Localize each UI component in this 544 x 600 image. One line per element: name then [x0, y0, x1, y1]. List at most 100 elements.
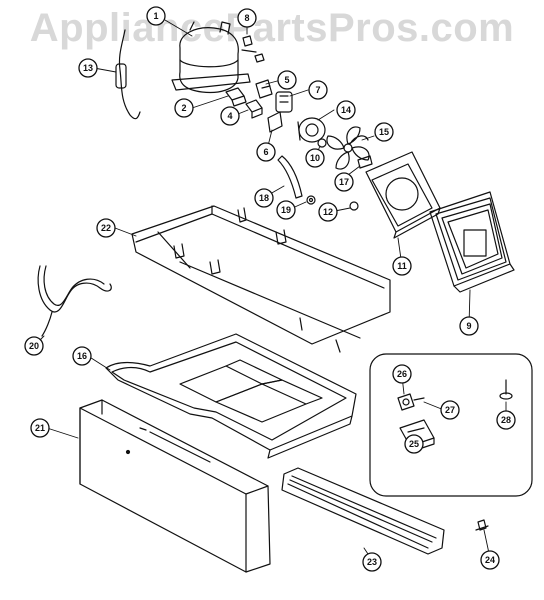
callout-number: 19: [281, 205, 291, 215]
part-15-fan-blade: [326, 126, 370, 170]
callout-circle: [30, 418, 50, 438]
part-11-shroud: [365, 151, 441, 239]
callout-number: 17: [339, 177, 349, 187]
callout-24: 24: [480, 550, 500, 570]
callout-circle: [96, 218, 116, 238]
callout-number: 20: [29, 341, 39, 351]
callout-number: 7: [315, 85, 320, 95]
callout-circle: [392, 364, 412, 384]
part-1-compressor: [171, 21, 251, 94]
part-5-drawing: [255, 79, 273, 99]
callout-circle: [496, 410, 516, 430]
callout-circle: [336, 100, 356, 120]
watermark: AppliancePartsPros.com: [29, 6, 515, 50]
callout-circle: [308, 80, 328, 100]
callout-circle: [254, 188, 274, 208]
callout-10: 10: [305, 148, 325, 168]
callout-18: 18: [254, 188, 274, 208]
leader-lines: [33, 19, 507, 561]
callout-circle: [24, 336, 44, 356]
callout-19: 19: [276, 200, 296, 220]
callout-circle: [362, 552, 382, 572]
callout-number: 18: [259, 193, 269, 203]
part-24-drawing: [475, 519, 489, 531]
callout-6: 6: [256, 142, 276, 162]
part-14-drawing: [297, 117, 326, 143]
callout-number: 21: [35, 423, 45, 433]
part-19-drawing: [306, 195, 316, 205]
part-17-drawing: [357, 155, 373, 169]
callout-number: 12: [323, 207, 333, 217]
callout-circle: [334, 172, 354, 192]
callout-circle: [392, 256, 412, 276]
part-12-drawing: [349, 201, 359, 211]
callout-15: 15: [374, 122, 394, 142]
part-18-drawing: [277, 155, 303, 199]
part-4-drawing: [245, 99, 263, 119]
callout-circle: [480, 550, 500, 570]
part-26-drawing: [397, 393, 425, 411]
part-20-drain-hose: [37, 265, 112, 337]
part-8-drawing: [241, 35, 265, 63]
callout-1: 1: [146, 6, 166, 26]
callout-23: 23: [362, 552, 382, 572]
callout-number: 2: [181, 103, 186, 113]
callout-circle: [440, 400, 460, 420]
callout-27: 27: [440, 400, 460, 420]
callout-22: 22: [96, 218, 116, 238]
callout-21: 21: [30, 418, 50, 438]
callout-circle: [220, 106, 240, 126]
part-16-drain-pan: [105, 333, 357, 459]
callout-number: 25: [409, 439, 419, 449]
callout-number: 5: [284, 75, 289, 85]
callout-9: 9: [459, 316, 479, 336]
callout-20: 20: [24, 336, 44, 356]
callout-number: 11: [397, 261, 407, 271]
callout-number: 13: [83, 63, 93, 73]
callout-number: 23: [367, 557, 377, 567]
callout-circle: [305, 148, 325, 168]
callout-number: 15: [379, 127, 389, 137]
callout-17: 17: [334, 172, 354, 192]
callout-circle: [459, 316, 479, 336]
callout-number: 27: [445, 405, 455, 415]
callout-circle: [374, 122, 394, 142]
part-13-drawing: [115, 29, 141, 120]
part-9-evaporator: [429, 191, 515, 293]
callout-13: 13: [78, 58, 98, 78]
part-22-cover-panel: [131, 205, 391, 353]
part-28-drawing: [499, 379, 513, 400]
callout-number: 16: [77, 351, 87, 361]
callout-number: 28: [501, 415, 511, 425]
callout-number: 22: [101, 223, 111, 233]
callout-circle: [318, 202, 338, 222]
part-7-drawing: [275, 91, 293, 113]
callout-number: 6: [263, 147, 268, 157]
part-6-drawing: [267, 111, 283, 133]
callout-number: 9: [466, 321, 471, 331]
inset-box: [369, 353, 533, 497]
callout-number: 24: [485, 555, 495, 565]
callout-5: 5: [277, 70, 297, 90]
callout-2: 2: [174, 98, 194, 118]
callout-circle: [146, 6, 166, 26]
callout-11: 11: [392, 256, 412, 276]
callout-number: 26: [397, 369, 407, 379]
callout-circle: [72, 346, 92, 366]
callout-7: 7: [308, 80, 328, 100]
callout-circle: [78, 58, 98, 78]
callout-26: 26: [392, 364, 412, 384]
callout-circle: [276, 200, 296, 220]
part-2-drawing: [225, 87, 247, 107]
callout-12: 12: [318, 202, 338, 222]
callout-4: 4: [220, 106, 240, 126]
callout-number: 8: [244, 13, 249, 23]
part-10-drawing: [317, 138, 327, 148]
callout-number: 10: [310, 153, 320, 163]
callout-circle: [277, 70, 297, 90]
part-23-grille: [281, 467, 445, 555]
part-21-front-panel: [79, 399, 271, 573]
callout-16: 16: [72, 346, 92, 366]
